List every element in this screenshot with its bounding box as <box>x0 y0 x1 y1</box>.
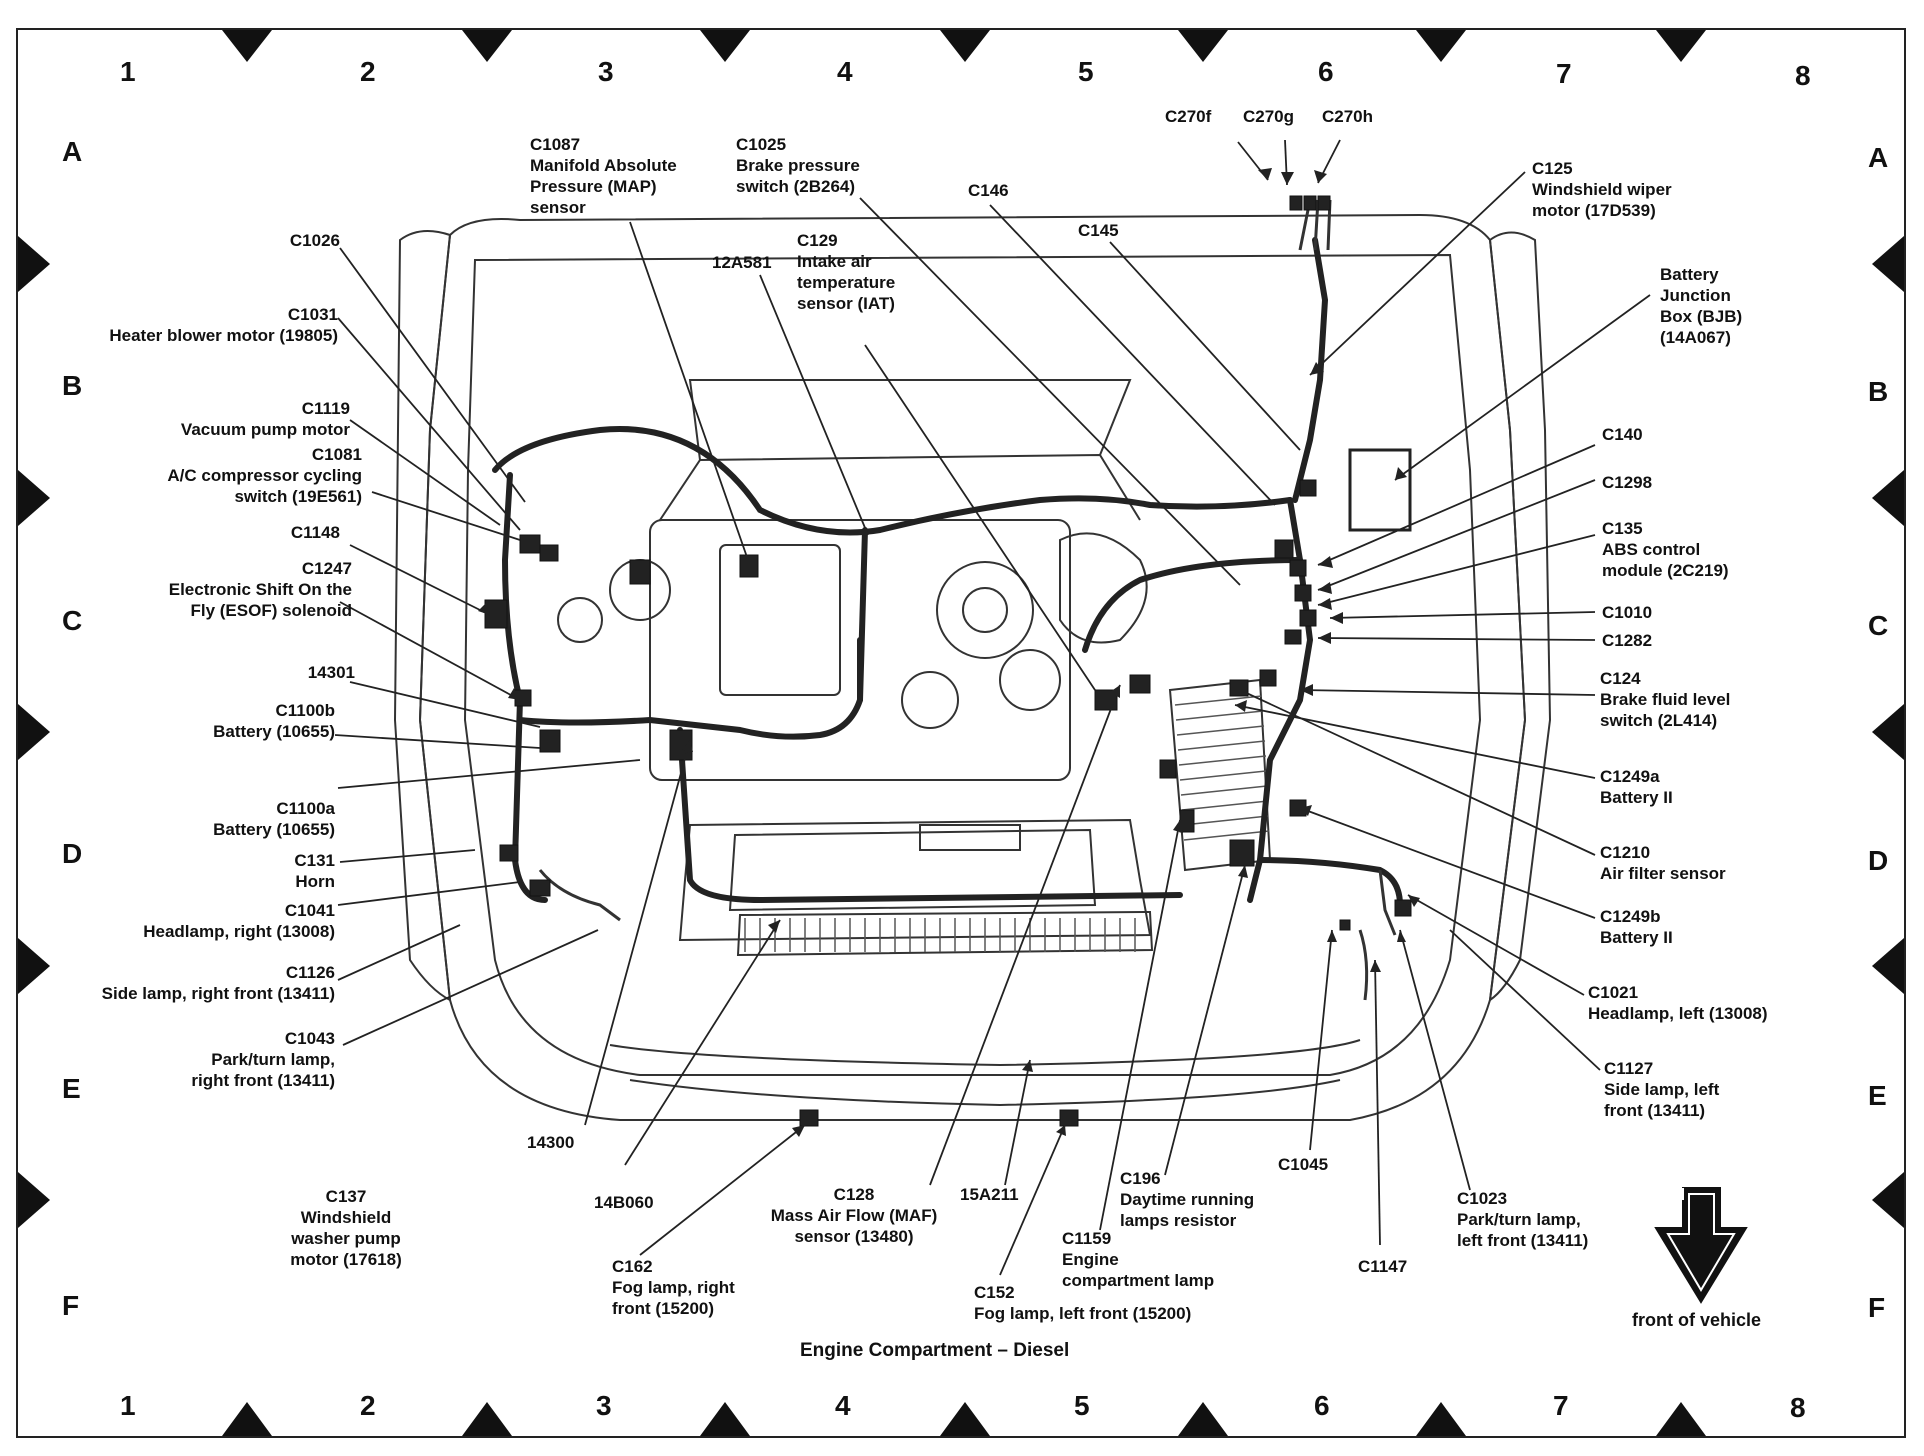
label-bjb: Battery Junction Box (BJB) (14A067) <box>1660 265 1743 347</box>
vehicle-body-outline <box>393 213 1552 1121</box>
label-c135: C135 ABS control module (2C219) <box>1602 519 1729 580</box>
label-c270f: C270f <box>1165 107 1212 126</box>
grid-col-top-2: 2 <box>360 56 376 87</box>
label-c196: C196 Daytime running lamps resistor <box>1120 1169 1255 1230</box>
label-c129: C129 Intake air temperature sensor (IAT) <box>797 231 896 313</box>
grid-row-left-C: C <box>62 605 83 636</box>
grid-row-right-A: A <box>1868 142 1889 173</box>
label-c1041: C1041 Headlamp, right (13008) <box>143 901 335 941</box>
grid-col-top-5: 5 <box>1078 56 1094 87</box>
front-of-vehicle-arrow <box>1654 1187 1748 1304</box>
grid-col-bottom-6: 6 <box>1314 1390 1330 1421</box>
grid-col-bottom-7: 7 <box>1553 1390 1569 1421</box>
label-c1159: C1159 Engine compartment lamp <box>1062 1229 1215 1290</box>
label-c1147: C1147 <box>1358 1257 1408 1276</box>
label-c1127: C1127 Side lamp, left front (13411) <box>1604 1059 1720 1120</box>
label-c1087: C1087 Manifold Absolute Pressure (MAP) s… <box>530 135 677 217</box>
label-14301: 14301 <box>307 663 355 682</box>
label-c1025: C1025 Brake pressure switch (2B264) <box>736 135 860 196</box>
connector-markers <box>484 195 1412 1127</box>
label-c152: C152 Fog lamp, left front (15200) <box>974 1283 1192 1323</box>
grid-col-bottom-4: 4 <box>835 1390 851 1421</box>
label-c140: C140 <box>1602 425 1643 444</box>
label-c1010: C1010 <box>1602 603 1653 622</box>
label-c1043: C1043 Park/turn lamp, right front (13411… <box>191 1029 335 1090</box>
grid-row-right-D: D <box>1868 845 1889 876</box>
label-c124: C124 Brake fluid level switch (2L414) <box>1600 669 1731 730</box>
label-c1100a: C1100a Battery (10655) <box>213 799 335 839</box>
label-c1119: C1119 Vacuum pump motor <box>180 399 350 439</box>
label-c1023: C1023 Park/turn lamp, left front (13411) <box>1457 1189 1589 1250</box>
label-c1031: C1031 Heater blower motor (19805) <box>109 305 338 345</box>
label-c1100b: C1100b Battery (10655) <box>213 701 335 741</box>
grid-row-right-B: B <box>1868 376 1889 407</box>
diagram-caption: Engine Compartment – Diesel <box>800 1340 1070 1361</box>
label-c1026: C1026 <box>289 231 340 250</box>
label-c125: C125 Windshield wiper motor (17D539) <box>1532 159 1672 220</box>
label-c1210: C1210 Air filter sensor <box>1600 843 1726 883</box>
grid-col-top-8: 8 <box>1795 60 1811 91</box>
label-c1249b: C1249b Battery II <box>1600 907 1673 947</box>
label-c1148: C1148 <box>290 523 340 542</box>
grid-row-left-E: E <box>62 1073 81 1104</box>
label-14b060: 14B060 <box>594 1193 654 1212</box>
label-c270g: C270g <box>1243 107 1295 126</box>
label-c146: C146 <box>968 181 1009 200</box>
label-12a581: 12A581 <box>712 253 772 272</box>
label-c1247: C1247 Electronic Shift On the Fly (ESOF)… <box>168 559 352 620</box>
label-c145: C145 <box>1078 221 1119 240</box>
grid-col-top-1: 1 <box>120 56 136 87</box>
grid-col-top-3: 3 <box>598 56 614 87</box>
grid-col-top-6: 6 <box>1318 56 1334 87</box>
label-15a211: 15A211 <box>960 1185 1019 1204</box>
label-c1249a: C1249a Battery II <box>1600 767 1673 807</box>
label-c1298: C1298 <box>1602 473 1653 492</box>
grid-row-right-F: F <box>1868 1292 1886 1323</box>
label-c1282: C1282 <box>1602 631 1653 650</box>
label-c128: C128 Mass Air Flow (MAF) sensor (13480) <box>770 1185 938 1246</box>
radiator-grille <box>744 918 1136 952</box>
leader-arrowheads <box>478 168 1420 1137</box>
grid-col-bottom-2: 2 <box>360 1390 376 1421</box>
front-of-vehicle-label: front of vehicle <box>1632 1310 1762 1330</box>
diagram-frame <box>16 28 1906 1438</box>
label-c270h: C270h <box>1322 107 1374 126</box>
grid-col-bottom-1: 1 <box>120 1390 136 1421</box>
grid-row-left-A: A <box>62 136 83 167</box>
label-c137: C137 Windshield washer pump motor (17618… <box>290 1187 402 1269</box>
wiring-harness <box>492 237 1403 908</box>
grid-col-bottom-5: 5 <box>1074 1390 1090 1421</box>
label-c1126: C1126 Side lamp, right front (13411) <box>101 963 335 1003</box>
label-c1021: C1021 Headlamp, left (13008) <box>1588 983 1768 1023</box>
grid-row-left-B: B <box>62 370 83 401</box>
grid-col-top-7: 7 <box>1556 58 1572 89</box>
frame-triangles <box>18 30 1904 1436</box>
grid-row-left-F: F <box>62 1290 80 1321</box>
grid-row-left-D: D <box>62 838 83 869</box>
label-c131: C131 Horn <box>294 851 335 891</box>
label-14300: 14300 <box>527 1133 575 1152</box>
grid-col-top-4: 4 <box>837 56 853 87</box>
grid-row-right-C: C <box>1868 610 1889 641</box>
grid-col-bottom-8: 8 <box>1790 1392 1806 1423</box>
grid-row-right-E: E <box>1868 1080 1887 1111</box>
label-c1081: C1081 A/C compressor cycling switch (19E… <box>167 445 362 506</box>
label-c162: C162 Fog lamp, right front (15200) <box>612 1257 735 1318</box>
leader-lines <box>334 139 1651 1276</box>
grid-col-bottom-3: 3 <box>596 1390 612 1421</box>
label-c1045: C1045 <box>1278 1155 1329 1174</box>
